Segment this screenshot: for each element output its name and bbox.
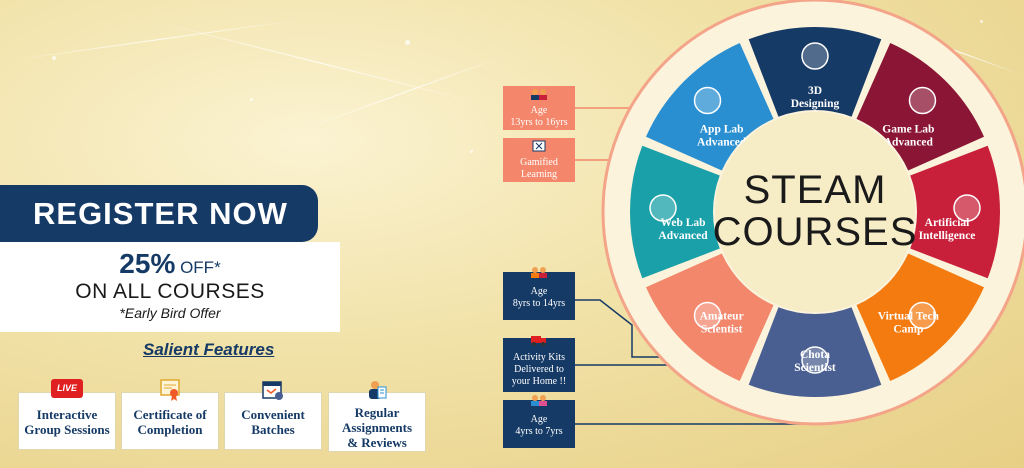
register-now-banner[interactable]: REGISTER NOW <box>0 185 318 242</box>
offer-all-courses: ON ALL COURSES <box>75 280 265 303</box>
kids-icon <box>530 394 548 410</box>
wheel-segment-label: App Lab <box>700 124 744 136</box>
chart-screen-icon <box>908 301 937 330</box>
wheel-center <box>715 112 915 312</box>
callout-age-4-7: Age 4yrs to 7yrs <box>503 395 575 448</box>
wheel-segment-label: Camp <box>893 323 923 335</box>
feature-line: Group Sessions <box>24 422 110 437</box>
callout-line: Gamified <box>520 157 558 168</box>
wheel-segment-label: Intelligence <box>919 230 976 242</box>
gamified-icon <box>503 140 575 156</box>
kids-icon <box>530 266 548 282</box>
wheel-segment-label: Chota <box>800 349 830 361</box>
calendar-icon <box>262 379 284 404</box>
feature-line: & Reviews <box>347 435 407 450</box>
wheel-segment-label: Advanced <box>697 137 747 149</box>
callout-line: Learning <box>520 169 558 180</box>
offer-percent: 25% <box>119 248 176 279</box>
salient-features-title: Salient Features <box>143 340 275 359</box>
live-badge-icon: LIVE <box>50 379 84 398</box>
wheel-segment-game-lab-advanced[interactable] <box>856 42 985 171</box>
feature-line: Interactive <box>36 407 98 422</box>
feature-regular-assignments: Regular Assignments & Reviews <box>328 381 426 452</box>
offer-box: 25% OFF* ON ALL COURSES *Early Bird Offe… <box>0 242 340 332</box>
certificate-icon <box>160 379 180 404</box>
wheel-segment-label: Game Lab <box>882 124 934 136</box>
offer-early-bird: *Early Bird Offer <box>119 305 221 321</box>
girl-icon <box>801 346 829 374</box>
wheel-segment-chota-scientist[interactable] <box>748 307 882 397</box>
feature-line: Completion <box>137 422 203 437</box>
wheel-segment-label: Scientist <box>701 323 743 335</box>
callout-gamified-learning: Gamified Learning <box>503 138 575 182</box>
wheel-segment-label: 3D <box>808 85 822 97</box>
assignments-icon <box>366 379 388 404</box>
delivery-truck-icon <box>531 334 547 350</box>
globe-icon <box>649 194 677 222</box>
callout-line: 8yrs to 14yrs <box>512 298 566 309</box>
callout-line: Activity Kits <box>513 352 565 363</box>
wheel-segment-amateur-scientist[interactable] <box>645 253 774 382</box>
wheel-segment-label: Artificial <box>925 217 970 229</box>
feature-certificate: Certificate of Completion <box>121 379 219 450</box>
feature-convenient-batches: Convenient Batches <box>224 381 322 450</box>
callout-line: Age <box>530 414 548 425</box>
wheel-segment-label: Advanced <box>884 137 934 149</box>
wheel-segment-label: Designing <box>791 98 840 110</box>
wheel-center-line1: STEAM <box>744 168 887 212</box>
wheel-segment-label: Scientist <box>794 362 836 374</box>
feature-line: Assignments <box>341 420 413 435</box>
wheel-center-line2: COURSES <box>713 210 918 254</box>
gamepad-icon <box>908 86 937 115</box>
phone-touch-icon <box>693 86 722 115</box>
sparkle <box>52 56 56 60</box>
wheel-segment-label: Web Lab <box>660 217 705 229</box>
feature-line: Regular <box>354 405 400 420</box>
callout-line: 13yrs to 16yrs <box>510 117 568 128</box>
sparkle <box>470 150 473 153</box>
wheel-segment-label: Virtual Tech <box>878 310 940 322</box>
ai-head-icon <box>953 194 981 222</box>
wheel-segment-app-lab-advanced[interactable] <box>645 42 774 171</box>
feature-line: Certificate of <box>133 407 207 422</box>
offer-off: OFF* <box>180 258 221 277</box>
sparkle <box>980 20 983 23</box>
feature-interactive-sessions: LIVE Interactive Group Sessions <box>18 379 116 450</box>
callout-line: your Home !! <box>511 376 567 387</box>
callout-line: Delivered to <box>514 364 564 375</box>
scientist-icon <box>693 301 722 330</box>
wheel-segment-label: Amateur <box>700 310 744 322</box>
callout-age-13-16: Age 13yrs to 16yrs <box>503 86 575 130</box>
callout-line: Age <box>530 105 548 116</box>
callout-activity-kits: Activity Kits Delivered to your Home !! <box>503 336 575 392</box>
kids-icon <box>503 88 575 104</box>
wheel-segment-virtual-tech-camp[interactable] <box>856 253 985 382</box>
sparkle <box>405 40 410 45</box>
wheel-segment-3d-designing[interactable] <box>748 27 882 117</box>
callout-line: 4yrs to 7yrs <box>515 426 563 437</box>
callout-line: Age <box>530 286 548 297</box>
callout-age-8-14: Age 8yrs to 14yrs <box>503 267 575 320</box>
feature-line: Convenient <box>241 407 305 422</box>
feature-line: Batches <box>251 422 295 437</box>
sparkle <box>250 98 253 101</box>
cube-screen-icon <box>801 42 829 70</box>
wheel-segment-label: Advanced <box>658 230 708 242</box>
